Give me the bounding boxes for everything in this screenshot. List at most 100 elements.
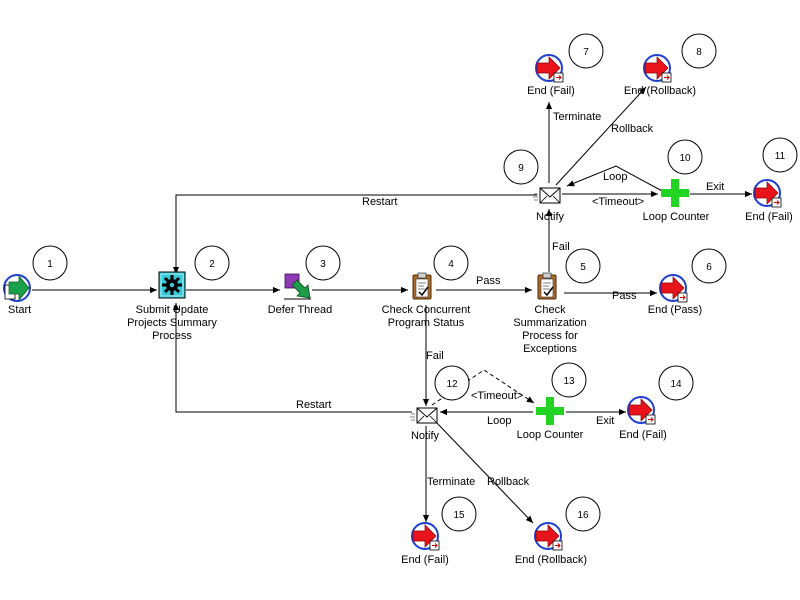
node-label: Summarization [513,317,586,329]
check-status-node[interactable]: Check Concurrent Program Status [382,272,471,329]
end-fail-14-node[interactable]: End (Fail) [619,396,667,441]
svg-text:16: 16 [577,510,589,521]
edge-label-loop: Loop [487,415,511,427]
edge-label-terminate: Terminate [427,476,475,488]
node-label: End (Fail) [745,211,793,223]
svg-text:9: 9 [518,163,524,174]
edge-label-loop: Loop [603,171,627,183]
edge-label-pass: Pass [476,275,501,287]
step-number-5: 5 [565,248,601,284]
clipboard-icon [412,272,432,300]
step-number-9: 9 [503,149,539,185]
clipboard-icon [537,272,557,300]
node-label: End (Rollback) [515,554,587,566]
step-number-3: 3 [305,245,341,281]
edge-label-terminate: Terminate [553,111,601,123]
svg-text:15: 15 [453,510,465,521]
step-number-10: 10 [667,139,703,175]
envelope-icon [409,407,438,424]
step-number-11: 11 [762,137,798,173]
end-icon [535,54,564,83]
notify-top-node[interactable]: Notify [532,187,565,223]
step-number-14: 14 [658,365,694,401]
end-fail-11-node[interactable]: End (Fail) [745,179,793,223]
svg-text:13: 13 [563,376,575,387]
end-pass-node[interactable]: End (Pass) [648,274,702,316]
loop-counter-icon [536,397,564,425]
edge-label-pass: Pass [612,290,637,302]
node-label: Check [534,304,566,316]
edge-label-fail: Fail [426,350,444,362]
step-numbers: 1 2 3 4 5 6 7 8 9 10 11 12 13 14 15 16 [32,33,798,532]
svg-text:5: 5 [580,262,586,273]
node-label: Process [152,330,192,342]
edge-label-exit: Exit [596,415,614,427]
start-node[interactable]: Start [3,274,31,316]
end-fail-7-node[interactable]: End (Fail) [527,54,575,97]
envelope-icon [532,187,561,204]
edge-label-rollback: Rollback [611,123,654,135]
step-number-15: 15 [441,496,477,532]
start-icon [3,274,31,302]
submit-process-node[interactable]: Submit Update Projects Summary Process [127,271,217,342]
edge-rollback-top [555,86,647,186]
edge-label-timeout: <Timeout> [592,196,644,208]
step-number-8: 8 [681,33,717,69]
step-number-16: 16 [565,496,601,532]
edge-loop-top [566,165,665,193]
step-number-4: 4 [433,245,469,281]
notify-bottom-node[interactable]: Notify [409,407,440,442]
end-icon [627,396,656,425]
end-fail-15-node[interactable]: End (Fail) [401,522,449,566]
loop-counter-13-node[interactable]: Loop Counter [517,397,584,441]
node-label: End (Fail) [401,554,449,566]
node-label: End (Rollback) [624,85,696,97]
loop-counter-10-node[interactable]: Loop Counter [643,179,710,223]
node-label: Program Status [388,317,465,329]
node-label: End (Fail) [527,85,575,97]
end-rollback-16-node[interactable]: End (Rollback) [515,522,587,566]
svg-text:6: 6 [706,262,712,273]
end-icon [411,522,440,551]
defer-thread-node[interactable]: Defer Thread [268,273,333,316]
node-label: Notify [536,211,565,223]
svg-text:2: 2 [209,259,215,270]
defer-icon [284,273,311,300]
end-icon [753,179,782,208]
node-label: Start [8,304,31,316]
step-number-7: 7 [568,33,604,69]
edge-rollback-bottom [435,421,534,524]
step-number-13: 13 [551,362,587,398]
svg-text:7: 7 [583,47,589,58]
node-label: Loop Counter [643,211,710,223]
check-summarization-node[interactable]: Check Summarization Process for Exceptio… [513,272,587,355]
svg-text:3: 3 [320,259,326,270]
node-label: Notify [411,430,440,442]
node-label: Process for [522,330,578,342]
step-number-2: 2 [194,245,230,281]
edge-label-restart: Restart [296,399,331,411]
node-label: Submit Update [136,304,209,316]
step-number-1: 1 [32,245,68,281]
edge-label-rollback: Rollback [487,476,530,488]
svg-text:1: 1 [47,259,53,270]
node-label: Check Concurrent [382,304,471,316]
node-label: Exceptions [523,343,577,355]
svg-text:11: 11 [775,151,786,162]
node-label: Loop Counter [517,429,584,441]
end-rollback-8-node[interactable]: End (Rollback) [624,54,696,97]
end-icon [534,522,563,551]
edges [32,86,752,524]
node-label: Defer Thread [268,304,333,316]
edge-restart-top [172,194,537,274]
edge-label-restart: Restart [362,196,397,208]
edge-label-timeout: <Timeout> [471,390,523,402]
process-gear-icon [158,271,186,299]
edge-label-exit: Exit [706,181,724,193]
svg-text:12: 12 [446,379,458,390]
step-number-12: 12 [434,365,470,401]
step-number-6: 6 [691,248,727,284]
end-icon [643,54,672,83]
loop-counter-icon [661,179,689,207]
